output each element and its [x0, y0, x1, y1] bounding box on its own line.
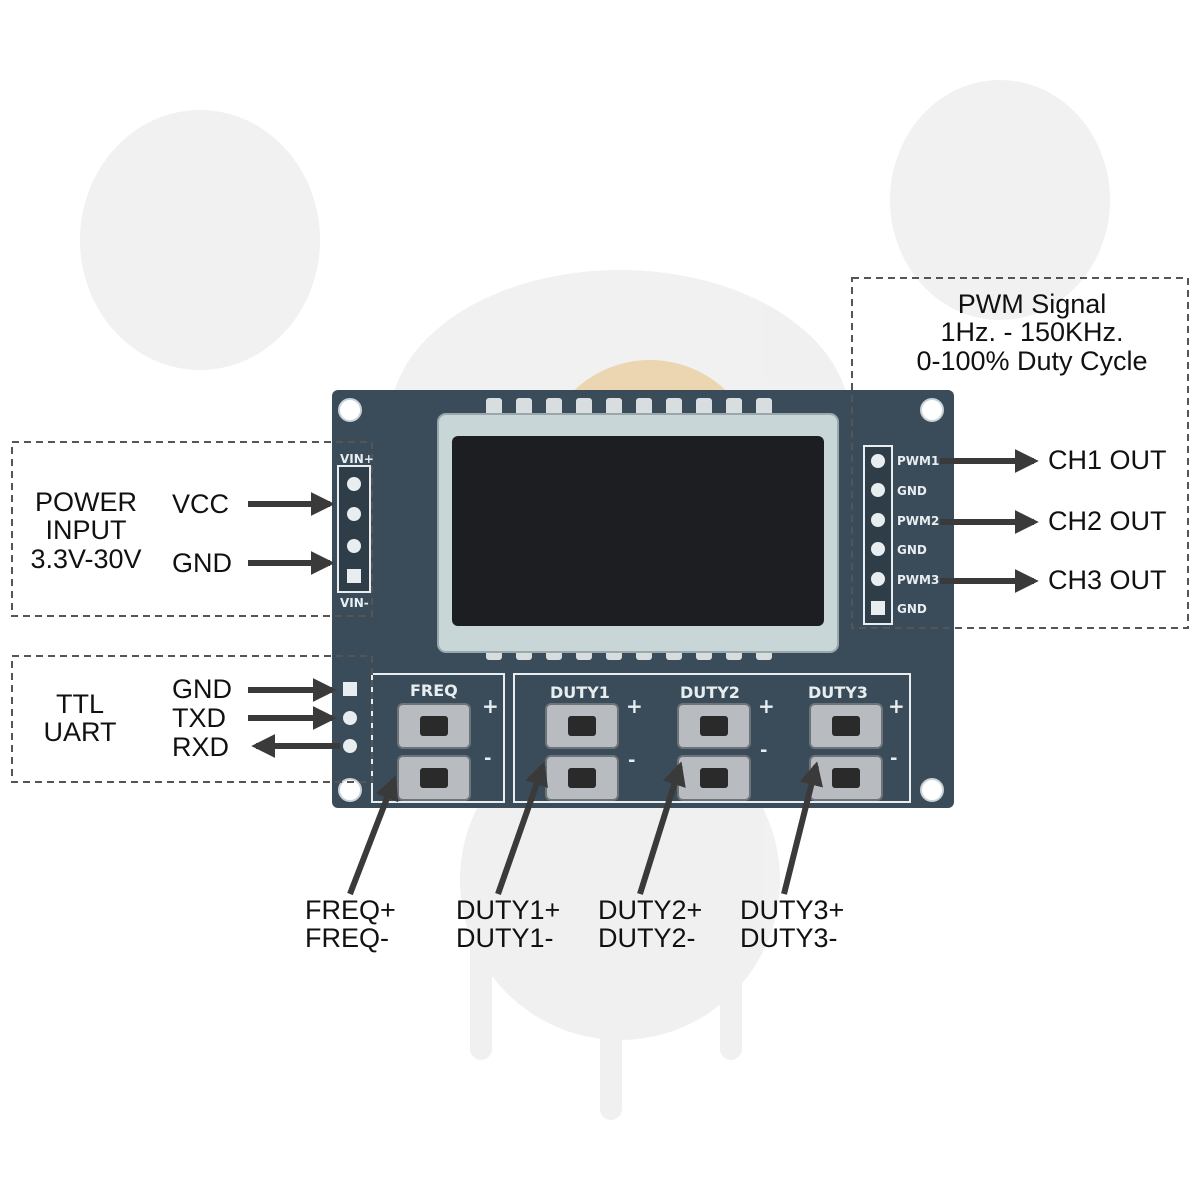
power-title: POWER INPUT 3.3V-30V — [26, 488, 146, 573]
pwm-title-line1: PWM Signal — [957, 289, 1107, 319]
uart-gnd-label: GND — [172, 674, 232, 704]
freq-plus-label: FREQ+ — [305, 895, 396, 925]
power-gnd-label: GND — [172, 548, 232, 578]
silk-plus-duty2: + — [758, 694, 775, 718]
silk-pwm3: PWM3 — [897, 573, 940, 587]
silk-minus-duty3: - — [890, 748, 898, 769]
duty3-labels: DUTY3+ DUTY3- — [740, 896, 844, 953]
pwm-title-line3: 0-100% Duty Cycle — [916, 345, 1148, 376]
power-title-line3: 3.3V-30V — [30, 543, 142, 574]
power-box — [11, 441, 373, 617]
pwm-box — [851, 277, 1189, 629]
silk-minus-duty2: - — [760, 740, 768, 761]
power-title-line2: INPUT — [45, 515, 127, 546]
silk-duty1: DUTY1 — [550, 683, 610, 702]
power-title-line1: POWER — [34, 487, 137, 517]
duty1-labels: DUTY1+ DUTY1- — [456, 896, 560, 953]
duty1-minus-label: DUTY1- — [456, 923, 554, 954]
silk-pwm1: PWM1 — [897, 454, 940, 468]
duty3-plus-label: DUTY3+ — [740, 895, 845, 925]
ch3-out-label: CH3 OUT — [1048, 565, 1167, 595]
silk-gnd-2: GND — [897, 543, 927, 557]
silk-plus-duty3: + — [888, 694, 905, 718]
duty3-minus-label: DUTY3- — [740, 923, 838, 954]
duty2-labels: DUTY2+ DUTY2- — [598, 896, 702, 953]
uart-title-line1: TTL — [55, 689, 104, 719]
silk-gnd-3: GND — [897, 602, 927, 616]
tact-buttons — [397, 703, 883, 801]
silk-duty3: DUTY3 — [808, 683, 868, 702]
uart-rxd-label: RXD — [172, 732, 230, 762]
pwm-title-line2: 1Hz. - 150KHz. — [940, 317, 1124, 348]
freq-minus-label: FREQ- — [305, 923, 389, 954]
silk-pwm2: PWM2 — [897, 514, 940, 528]
silk-vin-minus: VIN- — [340, 596, 369, 610]
freq-labels: FREQ+ FREQ- — [305, 896, 396, 953]
uart-title: TTL UART — [30, 690, 130, 747]
pwm-title: PWM Signal 1Hz. - 150KHz. 0-100% Duty Cy… — [882, 290, 1182, 375]
silk-minus-duty1: - — [628, 750, 636, 771]
silk-gnd-1: GND — [897, 484, 927, 498]
silk-plus-freq: + — [482, 694, 499, 718]
uart-txd-label: TXD — [172, 703, 226, 733]
ch1-out-label: CH1 OUT — [1048, 445, 1167, 475]
lcd-screen — [452, 436, 824, 626]
silk-vin-plus: VIN+ — [340, 452, 374, 466]
silk-freq: FREQ — [410, 681, 458, 700]
duty1-plus-label: DUTY1+ — [456, 895, 561, 925]
ch2-out-label: CH2 OUT — [1048, 506, 1167, 536]
uart-title-line2: UART — [43, 717, 117, 748]
silk-plus-duty1: + — [626, 694, 643, 718]
silk-duty2: DUTY2 — [680, 683, 740, 702]
duty2-plus-label: DUTY2+ — [598, 895, 703, 925]
duty2-minus-label: DUTY2- — [598, 923, 696, 954]
power-vcc-label: VCC — [172, 489, 230, 519]
silk-minus-freq: - — [484, 748, 492, 769]
uart-box — [11, 655, 373, 783]
arrows — [248, 449, 1039, 896]
